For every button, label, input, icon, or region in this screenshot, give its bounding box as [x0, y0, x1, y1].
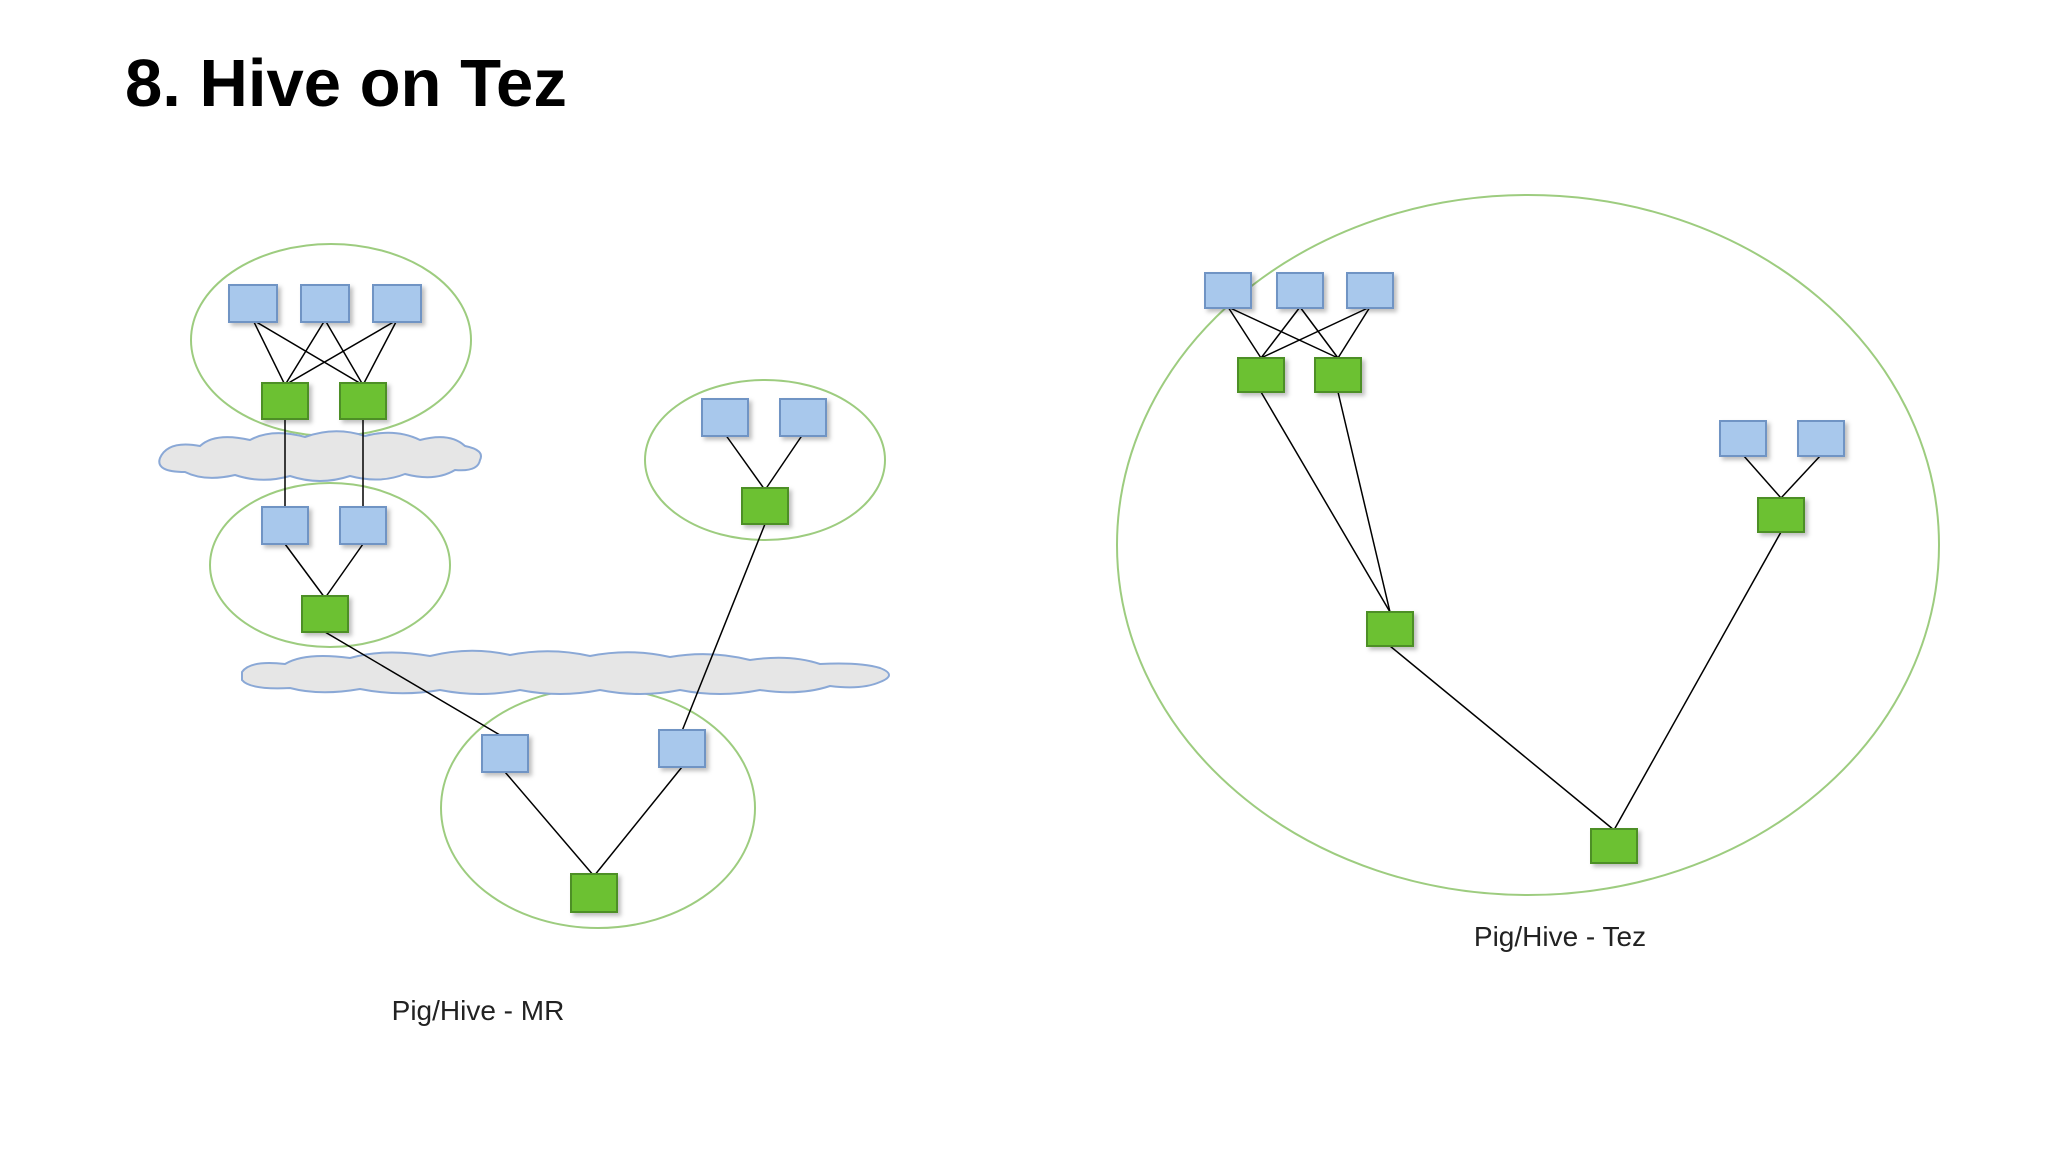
mr-map-task-node [779, 398, 827, 437]
mr-map-task-node [372, 284, 422, 323]
tez-nodes [1204, 272, 1845, 864]
tez-process-vertex-node [1314, 357, 1362, 393]
mr-edge [504, 771, 595, 877]
mr-stage-1-circle [190, 243, 472, 437]
mr-map-task-node [339, 506, 387, 545]
mr-map-task-node [300, 284, 350, 323]
slide-title: 8. Hive on Tez [125, 46, 567, 121]
mr-reduce-task-node [301, 595, 349, 633]
tez-edge [1260, 306, 1371, 359]
tez-edge [1299, 306, 1339, 359]
tez-process-vertex-node [1366, 611, 1414, 647]
tez-edge [1227, 306, 1262, 359]
tez-edge [1260, 391, 1391, 613]
tez-edge [1337, 306, 1371, 359]
shuffle-cloud-top [158, 430, 482, 482]
mr-map-task-node [261, 506, 309, 545]
mr-reduce-task-node [261, 382, 309, 420]
mr-diagram: Pig/Hive - MR [158, 243, 890, 1026]
tez-edge [1389, 645, 1615, 831]
tez-diagram: Pig/Hive - Tez [1116, 194, 1940, 952]
tez-process-vertex-node [1237, 357, 1285, 393]
tez-input-vertex-node [1204, 272, 1252, 309]
tez-caption: Pig/Hive - Tez [1474, 921, 1646, 952]
tez-edge [1742, 454, 1782, 499]
tez-input-vertex-node [1797, 420, 1845, 457]
tez-edges [1227, 306, 1822, 831]
mr-map-task-node [701, 398, 749, 437]
mr-map-task-node [658, 729, 706, 768]
tez-input-vertex-node [1276, 272, 1324, 309]
mr-stage-2-circle [209, 482, 451, 648]
tez-edge [1260, 306, 1301, 359]
tez-input-vertex-node [1719, 420, 1767, 457]
mr-edge [764, 433, 804, 491]
tez-process-vertex-node [1757, 497, 1805, 533]
mr-edge [252, 319, 364, 386]
tez-input-vertex-node [1346, 272, 1394, 309]
mr-edge [681, 523, 766, 732]
mr-map-task-node [481, 734, 529, 773]
shuffle-cloud-bottom [241, 649, 890, 695]
mr-edges [252, 319, 804, 877]
mr-edge [284, 319, 398, 386]
mr-reduce-task-node [570, 873, 618, 913]
mr-edge [324, 543, 364, 599]
tez-output-vertex-node [1590, 828, 1638, 864]
mr-edge [724, 433, 766, 491]
mr-reduce-task-node [339, 382, 387, 420]
mr-edge [324, 631, 506, 739]
mr-edge [252, 319, 286, 386]
mr-map-task-node [228, 284, 278, 323]
tez-edge [1227, 306, 1339, 359]
tez-edge [1613, 531, 1782, 831]
mr-caption: Pig/Hive - MR [392, 995, 565, 1026]
mr-edge [324, 319, 364, 386]
tez-dag-circle [1116, 194, 1940, 896]
mr-edge [593, 766, 683, 877]
mr-edge [284, 319, 326, 386]
tez-edge [1337, 391, 1391, 613]
tez-edge [1780, 454, 1822, 499]
mr-stage-3-circle [644, 379, 886, 541]
mr-reduce-task-node [741, 487, 789, 525]
mr-edge [362, 319, 398, 386]
mr-edge [284, 543, 326, 599]
mr-nodes [228, 284, 827, 913]
